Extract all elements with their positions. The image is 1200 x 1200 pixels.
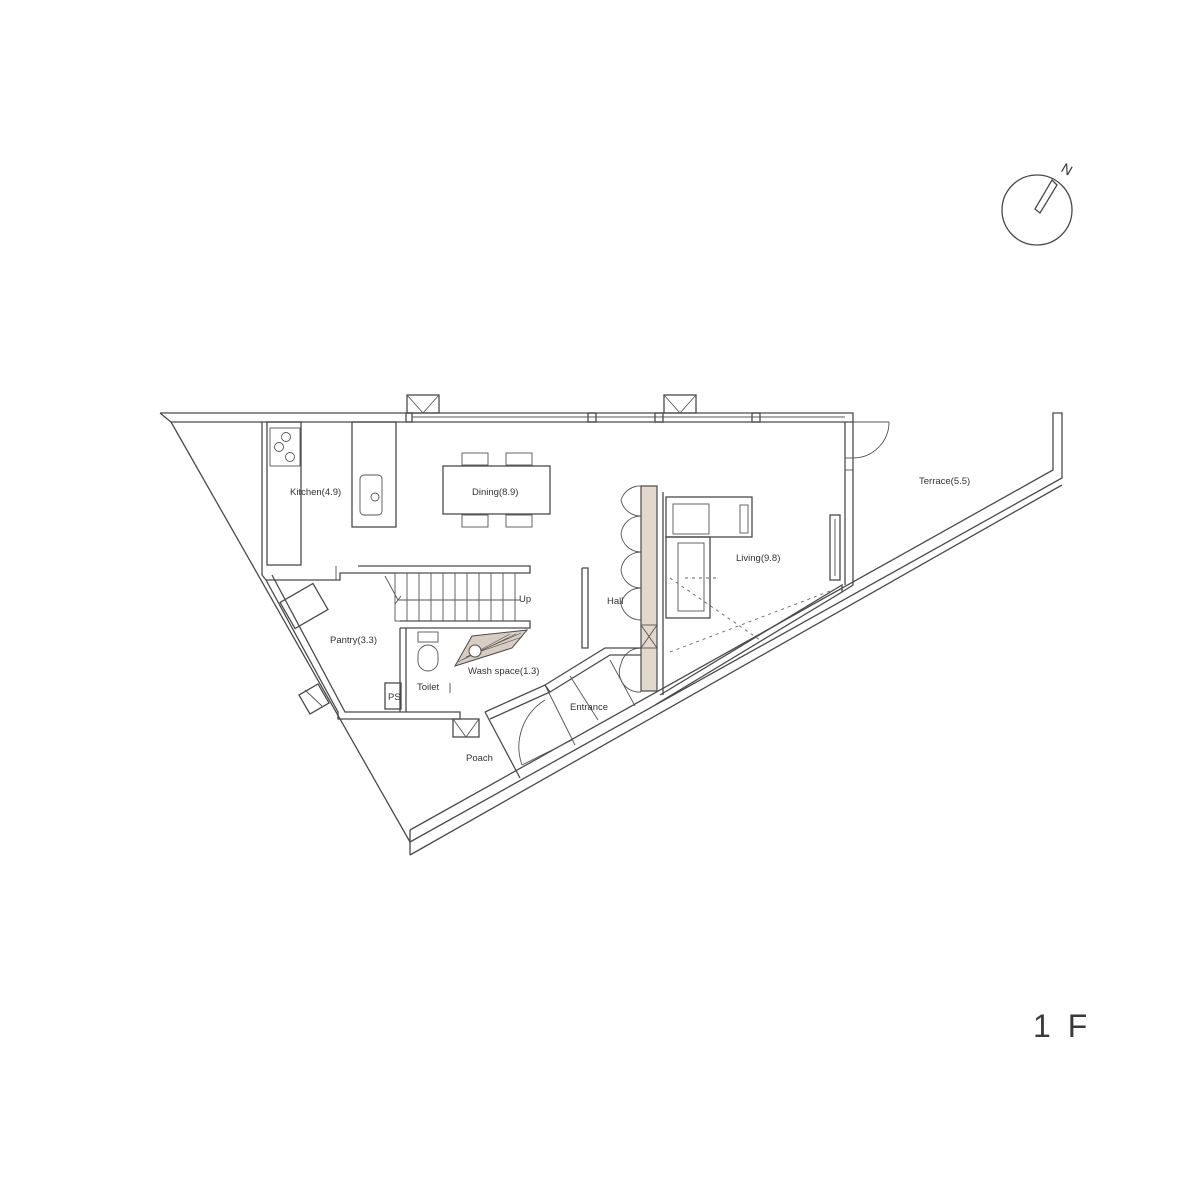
wash-space	[453, 629, 529, 667]
ps-box	[384, 682, 402, 710]
floor-label: 1 F	[1033, 1008, 1091, 1044]
north-wall	[159, 412, 854, 423]
toilet-label: Toilet	[417, 682, 440, 693]
living-window	[829, 514, 841, 581]
storage-cross-2	[640, 624, 658, 649]
stair-direction-arrow	[384, 575, 520, 601]
vent-box-2	[663, 394, 697, 414]
south-wall-outer	[409, 484, 1063, 856]
sofa-arm	[739, 504, 749, 534]
compass-circle	[1001, 174, 1073, 246]
genkan-step-1	[569, 675, 599, 721]
dining-table	[442, 465, 551, 515]
burner-icon-2	[274, 442, 284, 452]
pantry-shelf	[279, 582, 329, 630]
compass: N	[1001, 160, 1076, 246]
toilet-tank	[417, 631, 439, 643]
pantry-label: Pantry(3.3)	[330, 635, 377, 646]
poach-label: Poach	[466, 753, 493, 764]
storage-unit	[640, 485, 658, 692]
chair-3	[461, 514, 489, 528]
entrance-wall-inner	[549, 654, 641, 693]
terrace-label: Terrace(5.5)	[919, 476, 970, 487]
window-frame-3	[654, 412, 664, 423]
storage-door-swings	[618, 485, 642, 693]
chair-4	[505, 514, 533, 528]
hall-wall	[581, 567, 589, 649]
hall-label: Hall	[607, 596, 623, 607]
genkan-step-3	[544, 684, 576, 746]
chair-2	[505, 452, 533, 466]
faucet-icon	[370, 492, 380, 502]
sofa-seat-1	[672, 503, 710, 535]
entrance-wall	[544, 647, 641, 686]
sofa-chaise-seat	[677, 542, 705, 612]
kitchen-label: Kitchen(4.9)	[290, 487, 341, 498]
living-area	[665, 496, 841, 653]
stair-up-label: Up	[519, 594, 531, 605]
pantry-window-glyph	[304, 689, 324, 708]
west-diagonal-wall	[170, 421, 411, 843]
outer-walls	[159, 412, 1063, 856]
burner-icon-1	[281, 432, 291, 442]
toilet-bowl-icon	[417, 644, 439, 672]
stair-wall	[358, 565, 531, 574]
wash-wall	[400, 620, 531, 629]
wash-space-label: Wash space(1.3)	[468, 666, 539, 677]
entrance-door-frame	[484, 684, 551, 720]
kitchen-counter-back	[266, 421, 302, 566]
burner-icon-3	[285, 452, 295, 462]
chair-1	[461, 452, 489, 466]
entrance-label: Entrance	[570, 702, 608, 713]
living-label: Living(9.8)	[736, 553, 780, 564]
tv-dashed-2	[669, 587, 839, 653]
ps-label: PS	[388, 692, 401, 703]
window-frame-1	[405, 412, 413, 423]
poach-vent	[452, 718, 480, 738]
vent-icon-1	[406, 394, 440, 414]
pantry-north-wall	[261, 572, 358, 581]
hall-area	[581, 485, 664, 695]
poach-wall	[484, 711, 521, 779]
poach-vent-icon	[452, 718, 480, 738]
dining-area	[442, 452, 551, 528]
compass-needle-icon	[1034, 178, 1058, 214]
window-frame-4	[751, 412, 761, 423]
dining-label: Dining(8.9)	[472, 487, 518, 498]
sink	[359, 474, 383, 516]
tv-dashed-1	[669, 577, 761, 641]
kitchen-island	[351, 421, 397, 528]
kitchen-area	[261, 421, 397, 575]
staircase	[384, 572, 520, 622]
entrance-area	[452, 647, 641, 779]
terrace-door-swing	[852, 421, 890, 459]
cooktop	[269, 427, 301, 467]
stair-treads	[406, 573, 504, 621]
terrace-door	[844, 421, 890, 471]
vent-icon-2	[663, 394, 697, 414]
window-frame-2	[587, 412, 597, 423]
entrance-door-swing	[518, 699, 546, 766]
room-labels: Kitchen(4.9) Dining(8.9) Living(9.8) Ter…	[290, 476, 970, 764]
pantry-window	[298, 683, 330, 715]
terrace-door-jamb	[844, 457, 854, 471]
basin-icon	[468, 644, 482, 658]
entrance-door-leaf	[521, 739, 573, 766]
vent-box-1	[406, 394, 440, 414]
genkan-step-2	[609, 659, 636, 707]
north-windows	[405, 394, 845, 423]
living-south-wall	[654, 583, 843, 706]
compass-north-label: N	[1059, 160, 1076, 179]
sofa-chaise	[665, 536, 711, 619]
stair-arrow-tip	[394, 595, 402, 605]
south-diagonal-wall	[409, 412, 1063, 843]
toilet-room	[417, 631, 451, 693]
terrace-wall	[841, 422, 854, 593]
